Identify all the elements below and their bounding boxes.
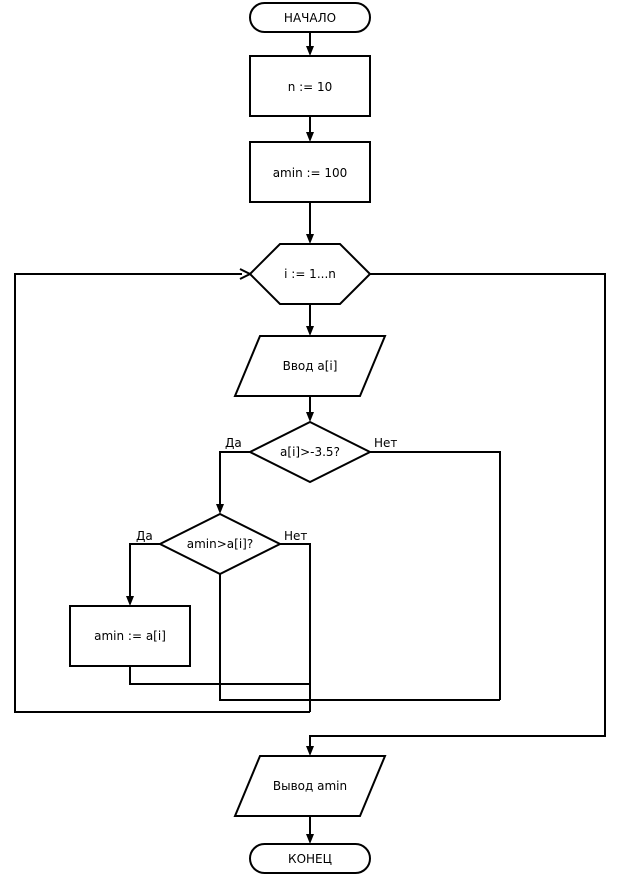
output-parallelogram-shape [233,755,387,817]
arrow-down-icon [306,834,314,844]
input-parallelogram-shape [233,335,387,397]
connectors [14,32,606,836]
connector-loop-back [14,273,310,713]
assign-process-shape [69,605,191,667]
cond1-label: a[i]>-3.5? [280,445,340,459]
connector-loop-exit [309,273,606,748]
end-terminal-shape [249,843,371,874]
end-label: КОНЕЦ [288,852,332,866]
init-amin-label: amin := 100 [273,166,348,180]
cond2-yes-label: Да [136,529,153,543]
input-node: Ввод a[i] [233,335,387,397]
arrow-down-icon [306,46,314,56]
init-amin-node: amin := 100 [249,141,371,203]
init-n-node: n := 10 [249,55,371,117]
arrow-down-icon [306,746,314,756]
cond2-diamond-shape [157,512,283,576]
arrow-down-icon [216,504,224,514]
cond2-label: amin>a[i]? [187,537,253,551]
assign-node: amin := a[i] [69,605,191,667]
connector-cond2-no [280,543,311,712]
start-node: НАЧАЛО [249,2,371,33]
cond1-yes-label: Да [225,436,242,450]
start-terminal-shape [249,2,371,33]
init-n-process-shape [249,55,371,117]
connector-cond2-yes [129,543,160,598]
start-label: НАЧАЛО [284,11,336,25]
connector-assign-merge [129,666,310,685]
cond1-node: a[i]>-3.5? Да Нет [225,420,397,484]
connector-cond1-merge [219,574,500,701]
arrow-down-icon [306,234,314,244]
loop-node: i := 1...n [248,243,372,305]
connector-cond1-no [370,451,501,700]
cond1-no-label: Нет [374,436,397,450]
init-amin-process-shape [249,141,371,203]
output-node: Вывод amin [233,755,387,817]
arrow-down-icon [126,596,134,606]
cond2-no-label: Нет [284,529,307,543]
arrow-down-icon [306,326,314,336]
end-node: КОНЕЦ [249,843,371,874]
cond1-diamond-shape [247,420,373,484]
loop-hexagon-shape [248,243,372,305]
init-n-label: n := 10 [288,80,333,94]
input-label: Ввод a[i] [283,359,338,373]
connector-cond1-yes [219,451,250,506]
assign-label: amin := a[i] [94,629,166,643]
loop-label: i := 1...n [284,267,336,281]
output-label: Вывод amin [273,779,347,793]
arrow-down-icon [306,412,314,422]
arrow-down-icon [306,132,314,142]
cond2-node: amin>a[i]? Да Нет [136,512,307,576]
